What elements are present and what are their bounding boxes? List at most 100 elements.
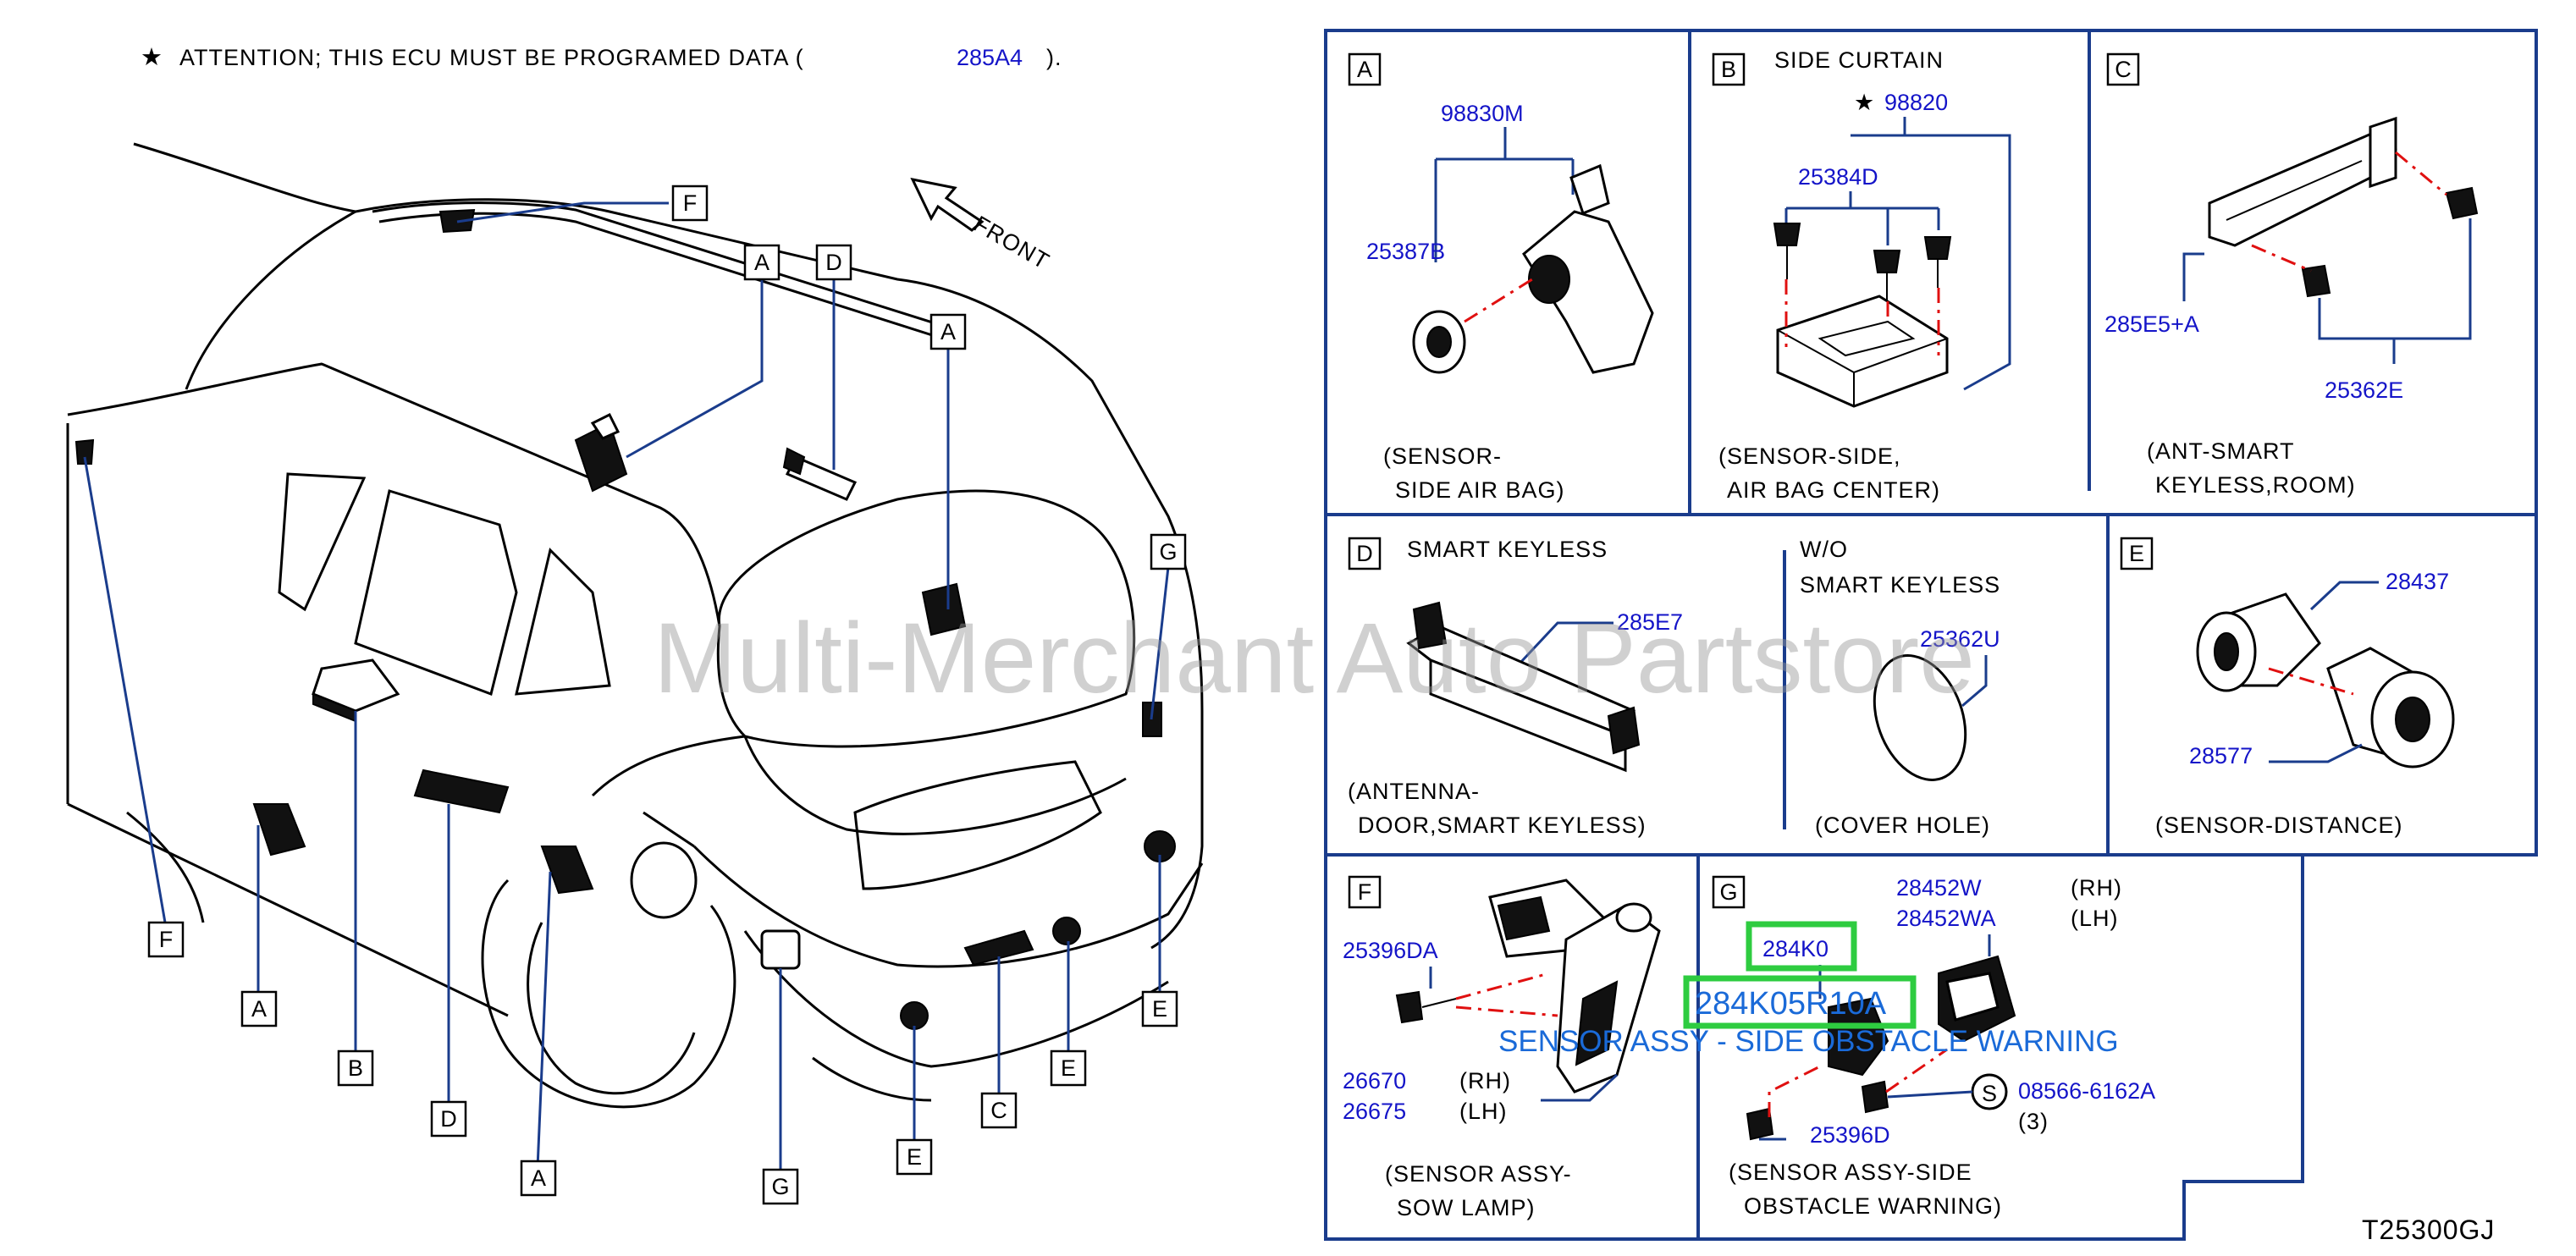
svg-text:C: C: [990, 1098, 1007, 1123]
panel-a: A 98830M 25387B (SENSOR- SIDE AIR BAG): [1348, 52, 1654, 503]
part-284k0-highlight[interactable]: [1746, 921, 1857, 972]
callout-f-top[interactable]: F: [671, 185, 709, 222]
panel-g: G 28452W 28452WA (RH) (LH) 25396D S 0856…: [1498, 875, 2155, 1219]
part-25396d[interactable]: 25396D: [1810, 1122, 1890, 1148]
highlight-part-number-box[interactable]: [1683, 975, 1917, 1029]
side-airbag-sensor-icon[interactable]: [252, 803, 594, 895]
sow-lamp-sensor-icon[interactable]: [760, 929, 801, 970]
screw-icon: [1395, 990, 1457, 1024]
callout-b[interactable]: B: [337, 1049, 374, 1087]
panel-g-caption-2: OBSTACLE WARNING): [1744, 1193, 2002, 1219]
keyless-antenna-icon: [1406, 601, 1641, 773]
distance-sensor-icon[interactable]: [900, 1001, 929, 1030]
part-98830m[interactable]: 98830M: [1441, 101, 1524, 126]
part-26675[interactable]: 26675: [1343, 1099, 1406, 1124]
vehicle-illustration: [66, 142, 1204, 1109]
airbag-center-sensor-icon[interactable]: [312, 658, 400, 723]
highlight-description: SENSOR ASSY - SIDE OBSTACLE WARNING: [1498, 1025, 2119, 1058]
part-25387b[interactable]: 25387B: [1366, 239, 1445, 264]
airbag-center-sensor-icon: [1776, 295, 1949, 408]
distance-sensor-icon[interactable]: [1052, 917, 1081, 945]
callout-g-bumper[interactable]: G: [762, 1168, 799, 1205]
keyless-antenna-icon[interactable]: [782, 447, 858, 501]
part-26670[interactable]: 26670: [1343, 1068, 1406, 1093]
attention-text: ATTENTION; THIS ECU MUST BE PROGRAMED DA…: [179, 45, 804, 70]
svg-text:E: E: [1061, 1055, 1076, 1081]
callout-a-wheel[interactable]: A: [520, 1160, 557, 1197]
side-airbag-sensor-icon[interactable]: [921, 582, 967, 636]
panel-c: C 285E5+A 25362E (ANT-SMART KEYLESS,ROOM…: [2104, 52, 2479, 498]
attention-part-link[interactable]: 285A4: [957, 45, 1023, 70]
arrow-icon: [910, 177, 985, 232]
callout-a-side[interactable]: A: [240, 990, 278, 1027]
panel-d: D SMART KEYLESS 285E7 (ANTENNA- DOOR,SMA…: [1348, 537, 2000, 838]
panel-a-caption-2: SIDE AIR BAG): [1395, 477, 1565, 503]
panel-d-alt-caption: (COVER HOLE): [1815, 813, 1990, 838]
svg-text:A: A: [754, 250, 769, 275]
svg-text:G: G: [1159, 539, 1177, 565]
svg-text:F: F: [159, 927, 174, 952]
callout-f-side[interactable]: F: [147, 921, 185, 958]
panel-a-letter: A: [1348, 52, 1382, 86]
sow-lamp-sensor-icon[interactable]: [74, 438, 95, 465]
callout-e-mid[interactable]: E: [1050, 1049, 1087, 1087]
callout-d-roof[interactable]: D: [815, 244, 852, 281]
callout-g-rear[interactable]: G: [1150, 533, 1187, 570]
keyless-antenna-icon[interactable]: [413, 768, 510, 814]
vehicle-parts: [74, 208, 1176, 1030]
callout-c[interactable]: C: [980, 1092, 1018, 1129]
part-08566-6162a[interactable]: 08566-6162A: [2018, 1078, 2155, 1104]
part-285e7[interactable]: 285E7: [1617, 609, 1683, 635]
part-25396da[interactable]: 25396DA: [1343, 938, 1438, 963]
panel-d-alt-title-1: W/O: [1800, 537, 1848, 562]
svg-text:E: E: [2129, 541, 2144, 566]
qty-3: (3): [2018, 1109, 2049, 1134]
part-98820[interactable]: 98820: [1884, 90, 1948, 115]
svg-text:E: E: [1152, 996, 1167, 1022]
room-antenna-icon[interactable]: [963, 929, 1034, 967]
part-25384d[interactable]: 25384D: [1798, 164, 1878, 190]
attention-note: ★ ATTENTION; THIS ECU MUST BE PROGRAMED …: [141, 44, 1062, 71]
side-lh: (LH): [2071, 906, 2119, 931]
bolt-icons: [1773, 223, 1952, 301]
callout-e-left[interactable]: E: [896, 1138, 933, 1176]
front-label: FRONT: [969, 211, 1054, 274]
panel-a-caption-1: (SENSOR-: [1383, 443, 1502, 469]
part-285e5-a[interactable]: 285E5+A: [2104, 311, 2199, 337]
svg-text:B: B: [348, 1055, 363, 1081]
svg-text:D: D: [1356, 541, 1373, 566]
s-symbol-letter: S: [1982, 1081, 1997, 1106]
part-284k0[interactable]: 284K0: [1762, 936, 1829, 961]
svg-text:F: F: [1358, 879, 1372, 905]
svg-text:A: A: [531, 1165, 546, 1191]
obstacle-sensor-icon: [1828, 955, 2016, 1077]
side-airbag-sensor-icon[interactable]: [574, 412, 628, 493]
cover-hole-icon: [1873, 654, 1967, 781]
part-28452wa[interactable]: 28452WA: [1896, 906, 1996, 931]
side-rh: (RH): [2071, 875, 2122, 901]
part-25362u[interactable]: 25362U: [1920, 626, 2000, 652]
panel-frames: [1324, 29, 2538, 1241]
panel-b-letter: B: [1712, 52, 1746, 86]
svg-text:F: F: [683, 190, 698, 216]
side-airbag-sensor-icon: [1522, 163, 1654, 374]
panel-c-caption-1: (ANT-SMART: [2147, 438, 2295, 464]
side-rh: (RH): [1459, 1068, 1511, 1093]
room-antenna-icon: [2208, 116, 2397, 247]
highlight-part-number[interactable]: 284K05R10A: [1695, 986, 1887, 1022]
panel-e-caption: (SENSOR-DISTANCE): [2155, 813, 2403, 838]
part-28437[interactable]: 28437: [2386, 569, 2449, 594]
part-28577[interactable]: 28577: [2189, 743, 2253, 768]
distance-sensor-icon: [2196, 592, 2321, 692]
panel-c-caption-2: KEYLESS,ROOM): [2155, 472, 2356, 498]
callout-a-rear[interactable]: A: [929, 313, 967, 350]
callout-d-side[interactable]: D: [430, 1100, 467, 1138]
callout-e-right[interactable]: E: [1141, 990, 1178, 1027]
svg-text:B: B: [1721, 57, 1736, 82]
callout-a-roof[interactable]: A: [743, 244, 781, 281]
part-25362e[interactable]: 25362E: [2325, 377, 2403, 403]
svg-text:G: G: [1719, 879, 1737, 905]
part-28452w[interactable]: 28452W: [1896, 875, 1982, 901]
panel-f-letter: F: [1348, 875, 1382, 909]
